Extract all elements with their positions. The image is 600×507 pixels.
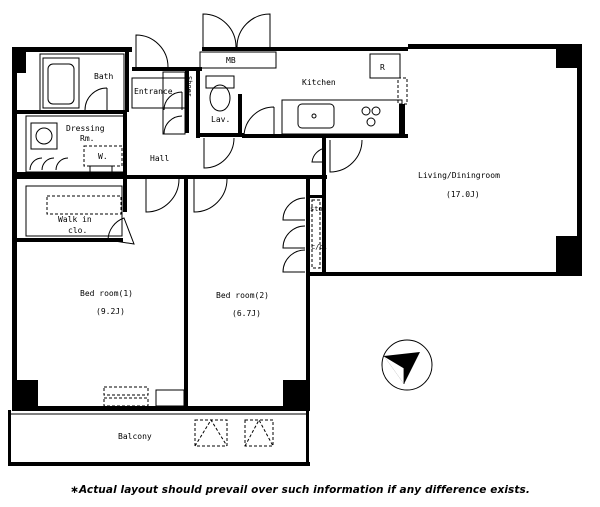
closet-label: c/o. [311, 243, 328, 251]
balcony-label: Balcony [118, 432, 152, 441]
living-size-label: (17.0J) [446, 190, 480, 199]
bedroom1-size-label: (9.2J) [96, 307, 125, 316]
floor-plan: Bath Entrance Shoes MB Kitchen R Dressin… [8, 13, 582, 466]
storage-label: sto. [310, 205, 327, 213]
bedroom2-size-label: (6.7J) [232, 309, 261, 318]
living-windows [311, 110, 581, 275]
storage-closet [282, 197, 321, 273]
living-label: Living/Diningroom [418, 171, 500, 180]
lavatory [203, 75, 275, 169]
washer-label: W. [98, 152, 108, 161]
refrigerator-label: R [380, 63, 385, 72]
dressing-label: Dressing [66, 124, 105, 133]
entrance-label: Entrance [134, 87, 173, 96]
bath [39, 53, 125, 112]
bedroom2-label: Bed room(2) [216, 291, 269, 300]
bath-label: Bath [94, 72, 113, 81]
balcony-details [11, 413, 306, 447]
mb-label: MB [226, 56, 236, 65]
disclaimer-note: ∗Actual layout should prevail over such … [70, 484, 530, 496]
lav-label: Lav. [211, 115, 230, 124]
bedroom1-label: Bed room(1) [80, 289, 133, 298]
outer-walls [8, 44, 582, 466]
walkin-label: Walk in [58, 215, 92, 224]
dressing-room [25, 115, 127, 175]
dressing-label-2: Rm. [80, 134, 94, 143]
bedroom-details [40, 282, 309, 409]
meter-box [199, 13, 277, 69]
kitchen [281, 53, 408, 135]
hall-label: Hall [150, 154, 169, 163]
kitchen-label: Kitchen [302, 78, 336, 87]
walk-in-closet [25, 185, 123, 237]
shoes-label: Shoes [185, 76, 193, 97]
entrance [131, 34, 187, 135]
interior-walls [17, 52, 408, 408]
north-arrow-icon [381, 339, 433, 391]
walkin-label-2: clo. [68, 226, 87, 235]
